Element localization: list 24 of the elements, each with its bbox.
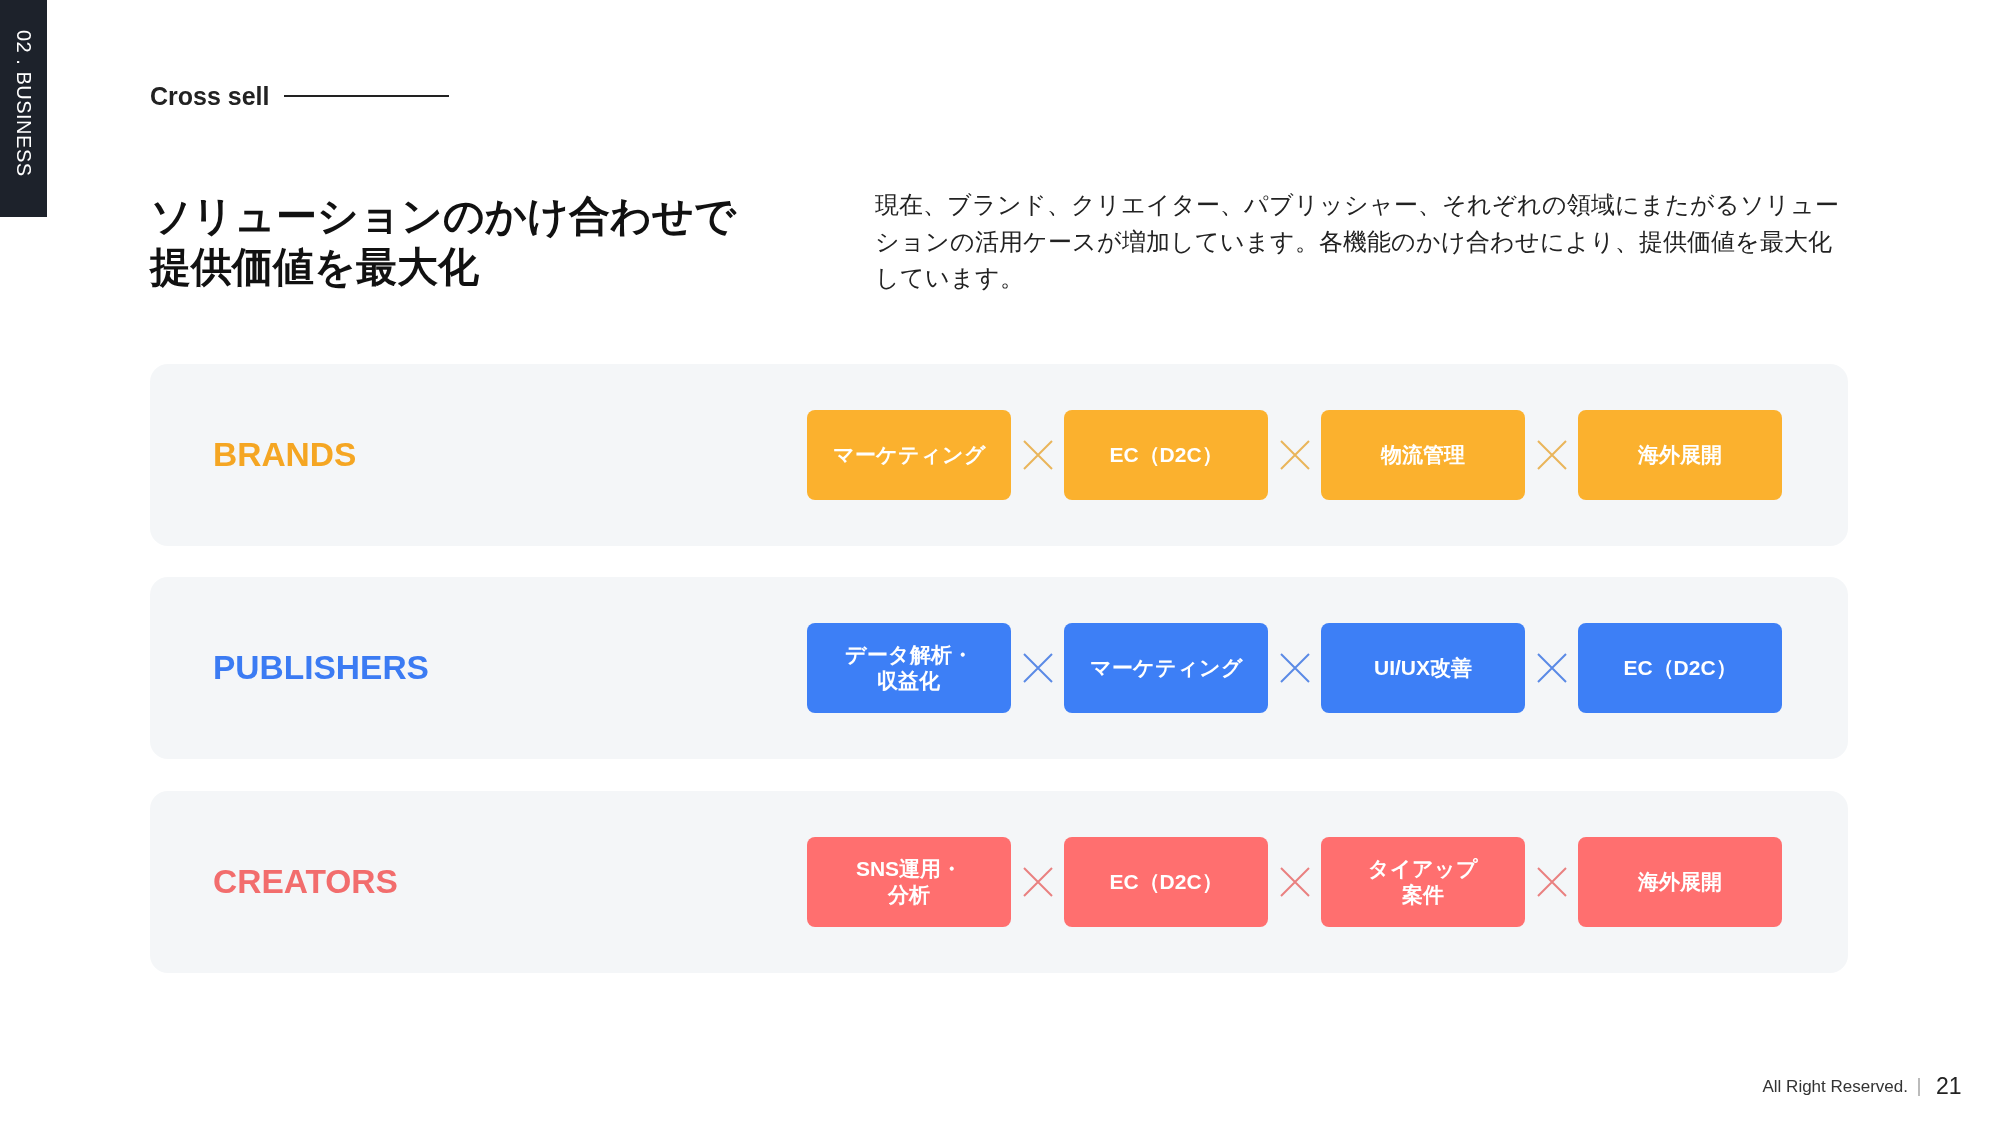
page-title: ソリューションのかけ合わせで提供価値を最大化 xyxy=(150,192,738,292)
row-panel xyxy=(150,577,1848,759)
solution-box: 海外展開 xyxy=(1578,837,1782,927)
solution-box: タイアップ案件 xyxy=(1321,837,1525,927)
solution-box: データ解析・収益化 xyxy=(807,623,1011,713)
row-panel xyxy=(150,364,1848,546)
page-number: 21 xyxy=(1936,1072,1962,1101)
description-text: 現在、ブランド、クリエイター、パブリッシャー、それぞれの領域にまたがるソリューションの活用ケースが増加しています。各機能のかけ合わせにより、提供価値を最大化しています。 xyxy=(875,190,1840,293)
row-panel xyxy=(150,791,1848,973)
solution-box: EC（D2C） xyxy=(1578,623,1782,713)
solution-box: UI/UX改善 xyxy=(1321,623,1525,713)
solution-box: SNS運用・分析 xyxy=(807,837,1011,927)
section-tab: 02 . BUSINESS xyxy=(0,0,47,217)
row-heading: PUBLISHERS xyxy=(213,648,429,688)
solution-box: 海外展開 xyxy=(1578,410,1782,500)
solution-box: EC（D2C） xyxy=(1064,837,1268,927)
section-label: Cross sell xyxy=(150,81,270,112)
copyright-text: All Right Reserved. xyxy=(1762,1076,1908,1098)
solution-box: マーケティング xyxy=(807,410,1011,500)
solution-box: マーケティング xyxy=(1064,623,1268,713)
row-heading: CREATORS xyxy=(213,862,398,902)
solution-box: EC（D2C） xyxy=(1064,410,1268,500)
solution-box: 物流管理 xyxy=(1321,410,1525,500)
row-heading: BRANDS xyxy=(213,435,357,475)
